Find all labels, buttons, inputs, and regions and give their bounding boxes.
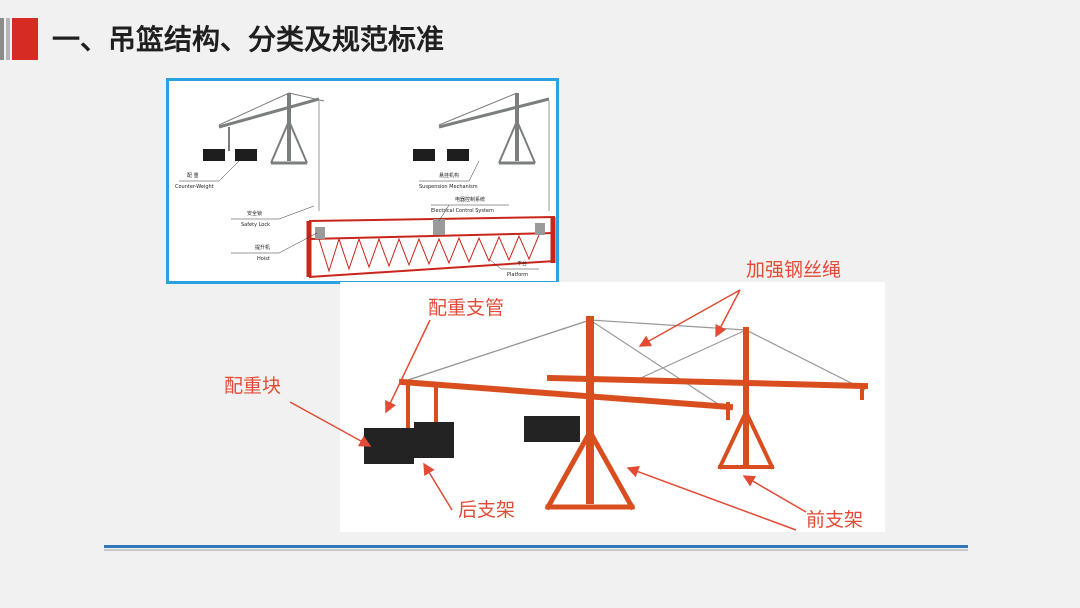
label-hoist-cn: 提升机	[255, 244, 270, 251]
label-suspension-cn: 悬挂机构	[439, 172, 459, 179]
suspension-mechanism-photo	[340, 282, 885, 532]
hoist-and-lock	[315, 219, 545, 239]
label-safety-lock-cn: 安全锁	[247, 210, 262, 217]
label-electrical-en: Electrical Control System	[431, 208, 494, 214]
platform	[306, 216, 556, 278]
counterweight-blocks	[364, 416, 580, 464]
title-accent-bar	[0, 18, 40, 60]
label-rear-frame: 后支架	[458, 499, 516, 521]
label-platform-en: Platform	[507, 272, 528, 278]
gondola-labeled-diagram: 配 重 Counter-Weight 悬挂机构 Suspension Mecha…	[166, 78, 559, 284]
bottom-divider	[104, 545, 968, 548]
right-suspension-mechanism	[438, 92, 550, 211]
label-reinforce-rope: 加强钢丝绳	[746, 259, 842, 281]
label-counterweight-en: Counter-Weight	[175, 184, 214, 190]
labels: 配 重 Counter-Weight 悬挂机构 Suspension Mecha…	[175, 172, 528, 278]
left-counterweights	[203, 149, 257, 161]
label-pointers	[179, 160, 539, 270]
right-counterweights	[413, 149, 469, 161]
steel-rope	[401, 319, 866, 405]
label-electrical-cn: 电器控制系统	[455, 196, 485, 203]
label-front-frame: 前支架	[806, 509, 864, 531]
label-hoist-en: Hoist	[257, 256, 270, 262]
bottom-divider-shadow	[104, 549, 968, 551]
label-counterweight-cn: 配 重	[187, 172, 199, 179]
label-suspension-en: Suspension Mechanism	[419, 184, 478, 190]
label-counterweight-tube: 配重支管	[428, 297, 505, 319]
label-safety-lock-en: Safety Lock	[241, 222, 270, 228]
page-title: 一、吊篮结构、分类及规范标准	[52, 23, 445, 56]
label-counterweight-block: 配重块	[224, 375, 282, 397]
left-suspension-mechanism	[218, 92, 325, 211]
label-platform-cn: 平台	[517, 260, 527, 267]
